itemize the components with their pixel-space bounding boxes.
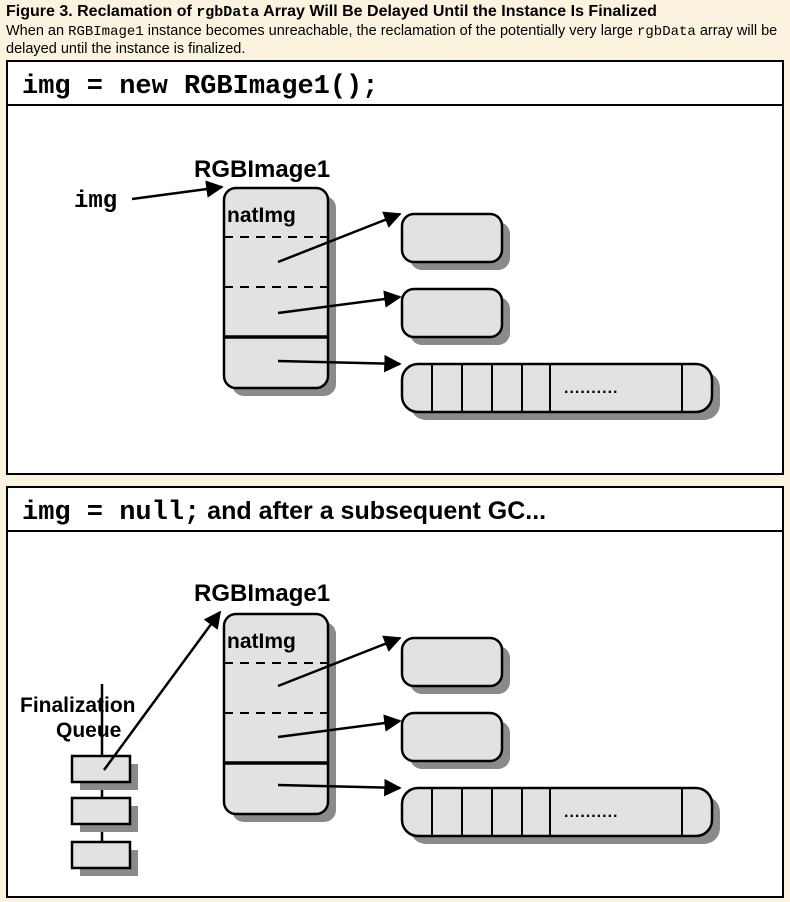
caption-body-code1: RGBImage1	[68, 24, 144, 40]
rgbdata-array	[400, 362, 714, 414]
panel-reachable: img = new RGBImage1(); natImg RGBImage1 …	[6, 60, 784, 475]
rgbdata-array	[400, 786, 714, 838]
queue-label-line2: Queue	[56, 719, 121, 742]
queue-slot-2	[70, 796, 132, 826]
panel-2-diagram: natImg RGBImage1 .......... Finalization…	[20, 580, 720, 876]
queue-reference-arrow	[102, 610, 222, 771]
img-reference-arrow	[131, 180, 224, 201]
queue-label-line1: Finalization	[20, 694, 136, 717]
panel-unreachable: img = null; and after a subsequent GC...…	[6, 486, 784, 898]
field-label-natimg: natImg	[227, 630, 296, 653]
variable-label-img: img	[74, 188, 117, 215]
caption-body-part3: array will be delayed until the instance…	[6, 23, 778, 57]
class-label-rgbimage1: RGBImage1	[194, 580, 330, 607]
field-arrow-array	[277, 778, 402, 797]
native-box-1	[400, 212, 504, 264]
panel-1-header: img = new RGBImage1();	[8, 62, 782, 106]
field-arrow-array	[277, 354, 402, 373]
array-ellipsis: ..........	[564, 380, 618, 397]
native-box-2	[400, 287, 504, 339]
field-arrow-1	[277, 211, 402, 264]
caption-title-suffix: Array Will Be Delayed Until the Instance…	[259, 3, 657, 20]
field-arrow-2	[277, 714, 402, 739]
queue-slot-3	[70, 840, 132, 870]
caption-body-part2: instance becomes unreachable, the reclam…	[143, 23, 637, 39]
caption-body-code2: rgbData	[637, 24, 696, 40]
caption-body: When an RGBImage1 instance becomes unrea…	[6, 23, 788, 58]
panel-2-header: img = null; and after a subsequent GC...	[8, 488, 782, 532]
native-box-2	[400, 711, 504, 763]
array-ellipsis: ..........	[564, 804, 618, 821]
native-box-1	[400, 636, 504, 688]
class-label-rgbimage1: RGBImage1	[194, 156, 330, 183]
queue-slot-1	[70, 754, 132, 784]
panel-2-header-code: img = null;	[22, 498, 201, 528]
panel-1-header-code: img = new RGBImage1();	[22, 72, 379, 102]
panel-2-header-text: and after a subsequent GC...	[200, 497, 547, 525]
field-arrow-2	[277, 290, 402, 315]
caption-title: Figure 3. Reclamation of rgbData Array W…	[6, 2, 788, 23]
panel-1-diagram: natImg RGBImage1 img ..........	[74, 156, 720, 420]
caption-title-prefix: Figure 3. Reclamation of	[6, 3, 197, 20]
figure-caption: Figure 3. Reclamation of rgbData Array W…	[6, 2, 788, 58]
field-label-natimg: natImg	[227, 204, 296, 227]
caption-title-code: rgbData	[196, 4, 260, 21]
caption-body-part1: When an	[6, 23, 69, 39]
field-arrow-1	[277, 635, 402, 688]
